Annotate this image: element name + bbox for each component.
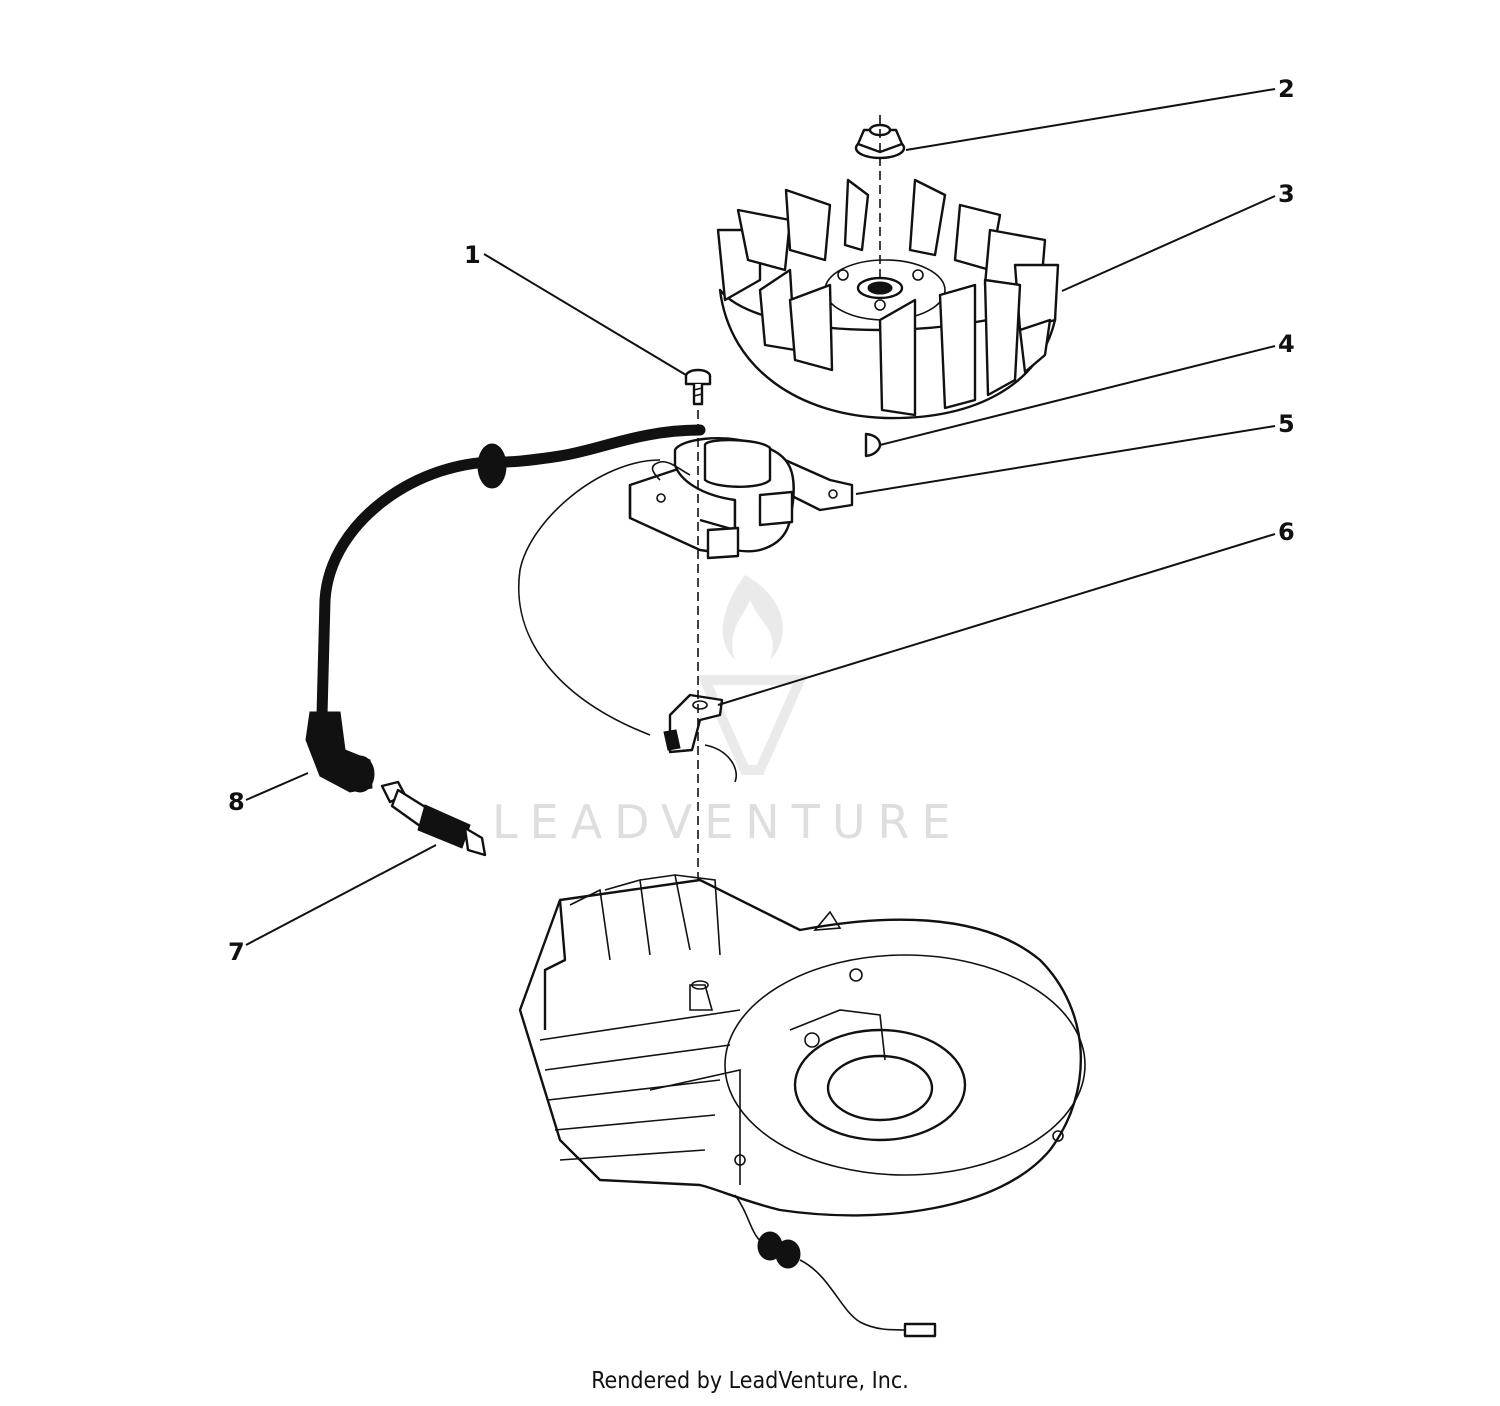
callouts: 1 2 3 4 5 6 7 8 (228, 75, 1295, 966)
callout-7: 7 (228, 938, 245, 966)
callout-8: 8 (228, 788, 245, 816)
callout-2: 2 (1278, 75, 1295, 103)
flange-nut (854, 123, 906, 160)
woodruff-key (864, 432, 882, 458)
spark-plug (380, 780, 487, 857)
callout-1: 1 (464, 241, 481, 269)
engine-block (518, 874, 1086, 1217)
callout-6: 6 (1278, 518, 1295, 546)
credit-line: Rendered by LeadVenture, Inc. (591, 1368, 909, 1394)
stop-wire (734, 1194, 937, 1338)
ground-bracket (663, 693, 724, 754)
ignition-module (628, 437, 854, 560)
callout-3: 3 (1278, 180, 1295, 208)
watermark: LEADVENTURE (492, 575, 963, 849)
callout-5: 5 (1278, 410, 1295, 438)
leader-lines (245, 88, 1276, 946)
watermark-text: LEADVENTURE (492, 795, 963, 849)
spark-plug-wire (305, 424, 706, 793)
flywheel (716, 178, 1060, 420)
callout-4: 4 (1278, 330, 1295, 358)
screw (684, 368, 712, 406)
ground-wire (518, 459, 661, 736)
